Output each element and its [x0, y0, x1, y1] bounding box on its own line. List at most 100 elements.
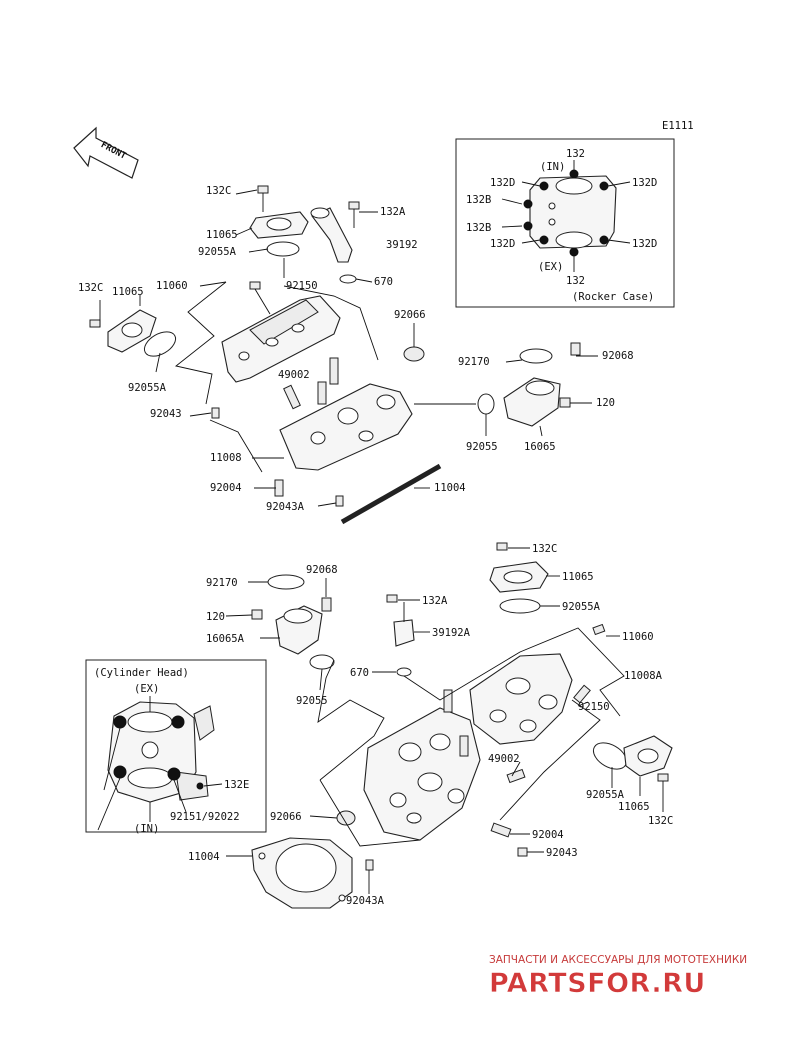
lower-assembly: [225, 542, 673, 909]
part-number-label: 92068: [306, 564, 338, 576]
part-number-label: 92055A: [198, 246, 237, 258]
part-number-label: 11065: [112, 286, 144, 298]
breather-hose-icon: [310, 207, 353, 263]
part-number-label: 92150: [578, 701, 610, 713]
part-number-label: 92170: [206, 577, 238, 589]
part-number-label: 132: [566, 148, 585, 160]
part-number-label: 670: [374, 276, 393, 288]
part-number-label: 132: [566, 275, 585, 287]
rocker-case-caption: (Rocker Case): [572, 291, 654, 303]
intake-pipe-icon: [275, 605, 323, 655]
bolt-icon: [348, 201, 360, 228]
o-ring-icon: [396, 667, 412, 677]
part-number-label: 132C: [78, 282, 103, 294]
gasket-icon: [266, 241, 300, 257]
cover-plate-icon: [89, 309, 157, 353]
part-number-label: (EX): [134, 683, 159, 695]
part-number-label: 120: [206, 611, 225, 623]
part-number-label: 132E: [224, 779, 249, 791]
upper-assembly: [89, 185, 598, 525]
part-number-label: 11060: [156, 280, 188, 292]
rocker-case-icon: [469, 653, 573, 745]
bolt-icon: [592, 623, 606, 636]
part-number-label: (EX): [538, 261, 563, 273]
watermark-brand: PARTSFOR.RU: [489, 968, 706, 999]
dowel-icon: [211, 407, 220, 419]
part-number-label: 120: [596, 397, 615, 409]
part-number-label: 11004: [188, 851, 220, 863]
part-number-label: 92043: [546, 847, 578, 859]
part-number-label: 49002: [278, 369, 310, 381]
leader-lines: [99, 189, 598, 507]
bolt-icon: [274, 479, 284, 497]
part-number-label: 92043A: [346, 895, 385, 907]
figure-code: E1111: [662, 120, 694, 132]
bolt-icon: [496, 542, 508, 551]
watermark-tagline: ЗАПЧАСТИ И АКСЕССУАРЫ ДЛЯ МОТОТЕХНИКИ: [489, 954, 747, 966]
part-number-label: (IN): [134, 823, 159, 835]
part-number-label: 92151/92022: [170, 811, 240, 823]
o-ring-icon: [477, 393, 495, 415]
part-number-label: 92055: [296, 695, 328, 707]
part-number-label: (IN): [540, 161, 565, 173]
stud-icon: [506, 768, 526, 784]
part-number-label: 11008A: [624, 670, 663, 682]
intake-pipe-icon: [503, 377, 561, 427]
leader-lines: [501, 160, 631, 272]
rocker-case-top-view-icon: [523, 169, 617, 257]
o-ring-icon: [339, 274, 357, 284]
part-number-label: 92004: [532, 829, 564, 841]
cylinder-head-icon: [279, 383, 413, 471]
o-ring-icon: [309, 654, 335, 670]
part-number-label: 92170: [458, 356, 490, 368]
part-number-label: 132C: [648, 815, 673, 827]
gasket-icon: [499, 598, 541, 614]
part-number-label: 92043: [150, 408, 182, 420]
part-number-label: 39192: [386, 239, 418, 251]
bolt-icon: [249, 281, 271, 315]
part-number-label: 11065: [562, 571, 594, 583]
head-gasket-icon: [251, 837, 353, 909]
cylinder-head-icon: [363, 707, 481, 841]
part-number-label: 92066: [394, 309, 426, 321]
part-number-label: 92043A: [266, 501, 305, 513]
cylinder-head-top-view-icon: [107, 701, 215, 803]
cylinder-head-inset: [85, 659, 267, 833]
part-number-label: 670: [350, 667, 369, 679]
part-number-label: 132D: [632, 238, 657, 250]
bolt-icon: [251, 609, 263, 620]
part-number-label: 11060: [622, 631, 654, 643]
part-number-label: 11008: [210, 452, 242, 464]
part-number-label: 92055A: [562, 601, 601, 613]
dowel-icon: [335, 495, 344, 507]
part-number-label: 49002: [488, 753, 520, 765]
cover-plate-icon: [489, 561, 549, 593]
cylinder-head-caption: (Cylinder Head): [94, 667, 189, 679]
part-number-label: 39192A: [432, 627, 471, 639]
bolt-icon: [559, 397, 571, 408]
rocker-case-icon: [221, 295, 341, 383]
part-number-label: 92068: [602, 350, 634, 362]
part-number-label: 92150: [286, 280, 318, 292]
part-number-label: 11065: [618, 801, 650, 813]
stud-icon: [459, 735, 469, 757]
bolt-icon: [257, 185, 269, 212]
cylinder-head-labels: (EX) 132E (IN) 92151/92022: [134, 683, 249, 835]
breather-pipe-icon: [393, 602, 415, 647]
part-number-label: 16065: [524, 441, 556, 453]
part-number-label: 92066: [270, 811, 302, 823]
head-gasket-icon: [340, 463, 442, 525]
part-number-label: 132A: [380, 206, 406, 218]
front-arrow-icon: FRONT: [73, 126, 139, 179]
part-number-label: 132D: [490, 177, 515, 189]
leader-lines: [225, 547, 664, 894]
bolt-icon: [573, 684, 591, 704]
part-number-label: 132C: [532, 543, 557, 555]
part-number-label: 92004: [210, 482, 242, 494]
seal-icon: [403, 346, 425, 362]
cover-plate-icon: [249, 211, 309, 239]
part-number-label: 92055A: [128, 382, 167, 394]
part-number-label: 11004: [434, 482, 466, 494]
